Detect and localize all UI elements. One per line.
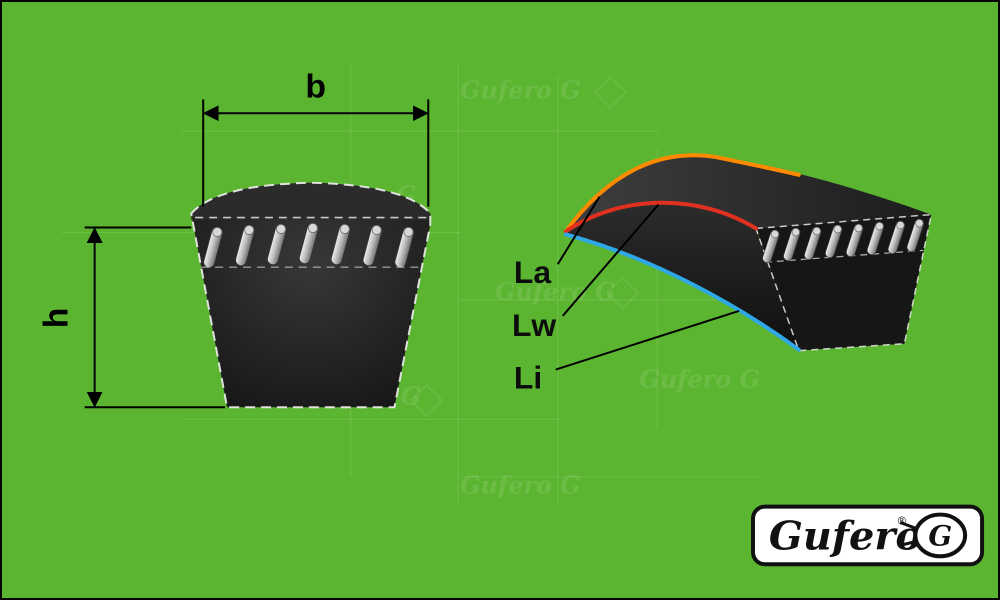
tension-cord-pin [330, 223, 351, 266]
belt-cap [191, 182, 431, 220]
lw-pitch-edge-stripe [563, 200, 758, 234]
tension-cord-pin [866, 221, 885, 256]
tension-cord-pin [906, 218, 925, 253]
logo-wing-bottom [900, 539, 917, 547]
tension-cord-pin [824, 224, 843, 259]
cross-section-figure: b h [38, 67, 432, 409]
watermark-text: Gufero G [495, 278, 616, 306]
belt-cut-face [755, 214, 932, 351]
pin-tip [244, 225, 255, 235]
pin-tip [307, 223, 318, 233]
pin-tip [915, 219, 924, 228]
tension-cord-row [203, 222, 415, 269]
belt-front-face [565, 203, 799, 350]
cut-face-dashed-outline [754, 213, 933, 352]
pin-tip [371, 225, 382, 235]
pin-tip [896, 221, 905, 230]
watermark-text: Gufero G [460, 472, 581, 500]
cross-section-dashed-outline [190, 181, 432, 409]
tension-cord-pin [394, 226, 415, 269]
tension-cord-pin [235, 224, 255, 267]
lw-label: Lw [512, 307, 556, 343]
watermark-text: Gufero G [460, 76, 581, 104]
logo-brand-text: Gufero [769, 513, 922, 559]
pin-tip [812, 226, 821, 236]
tension-cord-pin [267, 223, 287, 266]
pin-tip [212, 227, 223, 237]
pin-tip [403, 227, 414, 237]
la-label: La [514, 254, 551, 290]
cut-face-cord-row [762, 218, 925, 263]
belt-top-surface [565, 155, 932, 232]
dimension-b [202, 99, 430, 207]
cut-face-cord-dashed-line [764, 249, 924, 263]
brand-logo: Gufero ® G [750, 504, 985, 567]
leader-lines [555, 196, 740, 371]
li-label: Li [514, 359, 542, 395]
tension-cord-pin [762, 229, 780, 263]
dimension-h-label: h [38, 308, 76, 329]
pin-tip [875, 222, 884, 231]
la-leader-line [556, 196, 601, 265]
pin-tip [791, 227, 800, 237]
watermark-text: Gufero G [639, 365, 760, 393]
logo-badge-shield [913, 512, 968, 559]
logo-registered-mark: ® [896, 515, 907, 528]
li-leader-line [555, 309, 740, 371]
tension-cord-pin [362, 224, 383, 267]
dimension-b-label: b [305, 67, 326, 105]
pin-tip [854, 223, 863, 233]
li-inner-edge-stripe [563, 232, 801, 352]
logo-wing-top [899, 521, 917, 530]
watermark-diamond [593, 75, 628, 110]
tension-cord-pin [845, 223, 864, 258]
lw-leader-line [561, 203, 660, 317]
watermark-diamond [605, 276, 640, 310]
pin-tip [770, 229, 780, 239]
belt-3d-figure: La Lw Li [512, 153, 933, 395]
tension-cord-pin [298, 222, 319, 265]
pin-tip [339, 224, 350, 234]
tension-cord-pin [887, 220, 906, 255]
dimension-h [84, 226, 226, 409]
la-outer-edge-stripe [563, 153, 801, 234]
logo-badge-letter: G [928, 519, 952, 552]
tension-cord-pin [783, 227, 801, 261]
pin-tip [276, 224, 287, 234]
tension-cord-pin [804, 226, 822, 261]
pin-tip [833, 224, 842, 234]
pin-body [330, 223, 351, 266]
pin-body [298, 222, 319, 265]
watermark-diamond [409, 383, 444, 418]
